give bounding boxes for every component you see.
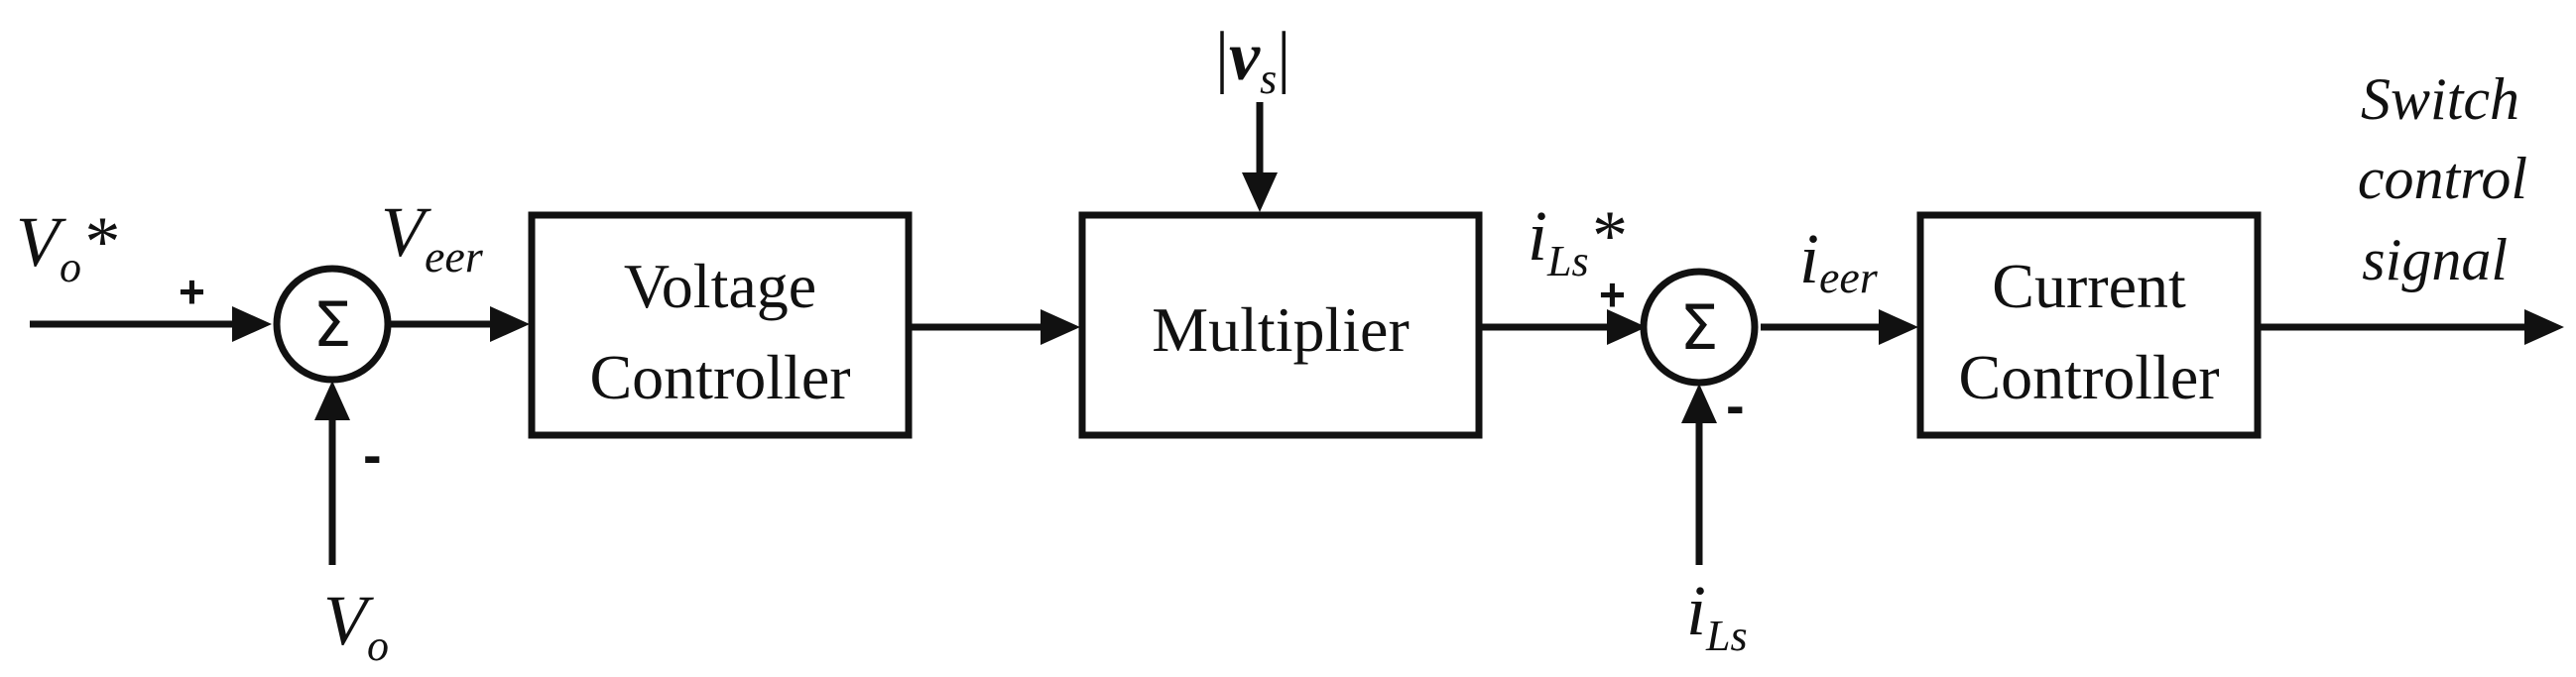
switch-label-line-3: signal (2362, 227, 2508, 292)
voltage-controller-label-1: Voltage (624, 251, 816, 321)
current-controller-label-2: Controller (1958, 342, 2219, 412)
switch-control-signal-label: Switch control signal (2358, 66, 2527, 292)
arrowhead (2524, 309, 2564, 345)
sigma-symbol: Σ (312, 288, 351, 361)
voltage-controller-label-2: Controller (589, 342, 850, 412)
arrowhead (1879, 309, 1918, 345)
iLs-ref-label: iLs* (1528, 196, 1625, 285)
voltage-controller-block: Voltage Controller (528, 211, 913, 439)
voltage-summer-minus-sign: - (363, 423, 382, 486)
multiplier-label: Multiplier (1152, 294, 1410, 365)
vo-ref-label: Vo* (16, 202, 117, 291)
vs-abs-label: |vs| (1215, 19, 1290, 103)
switch-label-line-1: Switch (2361, 66, 2519, 132)
current-summer-minus-sign: - (1726, 374, 1745, 436)
arrowhead (490, 306, 530, 342)
arrowhead (1681, 384, 1717, 423)
i-err-label: ieer (1799, 219, 1879, 302)
voltage-summing-junction: Σ (273, 265, 392, 384)
arrowhead (1242, 172, 1278, 212)
iLs-label: iLs (1686, 571, 1748, 660)
arrowhead (1607, 309, 1647, 345)
current-controller-label-1: Current (1992, 251, 2186, 321)
vo-label: Vo (323, 581, 389, 670)
sigma-symbol: Σ (1679, 291, 1718, 364)
current-controller-block: Current Controller (1916, 211, 2262, 439)
arrowhead (314, 381, 350, 420)
v-err-label: Veer (381, 192, 484, 282)
multiplier-block: Multiplier (1078, 211, 1483, 439)
arrowhead (232, 306, 272, 342)
current-summer-plus-sign: + (1599, 269, 1626, 320)
current-summing-junction: Σ (1640, 268, 1759, 387)
voltage-summer-plus-sign: + (179, 266, 205, 317)
switch-label-line-2: control (2358, 146, 2527, 211)
arrowhead (1041, 309, 1080, 345)
